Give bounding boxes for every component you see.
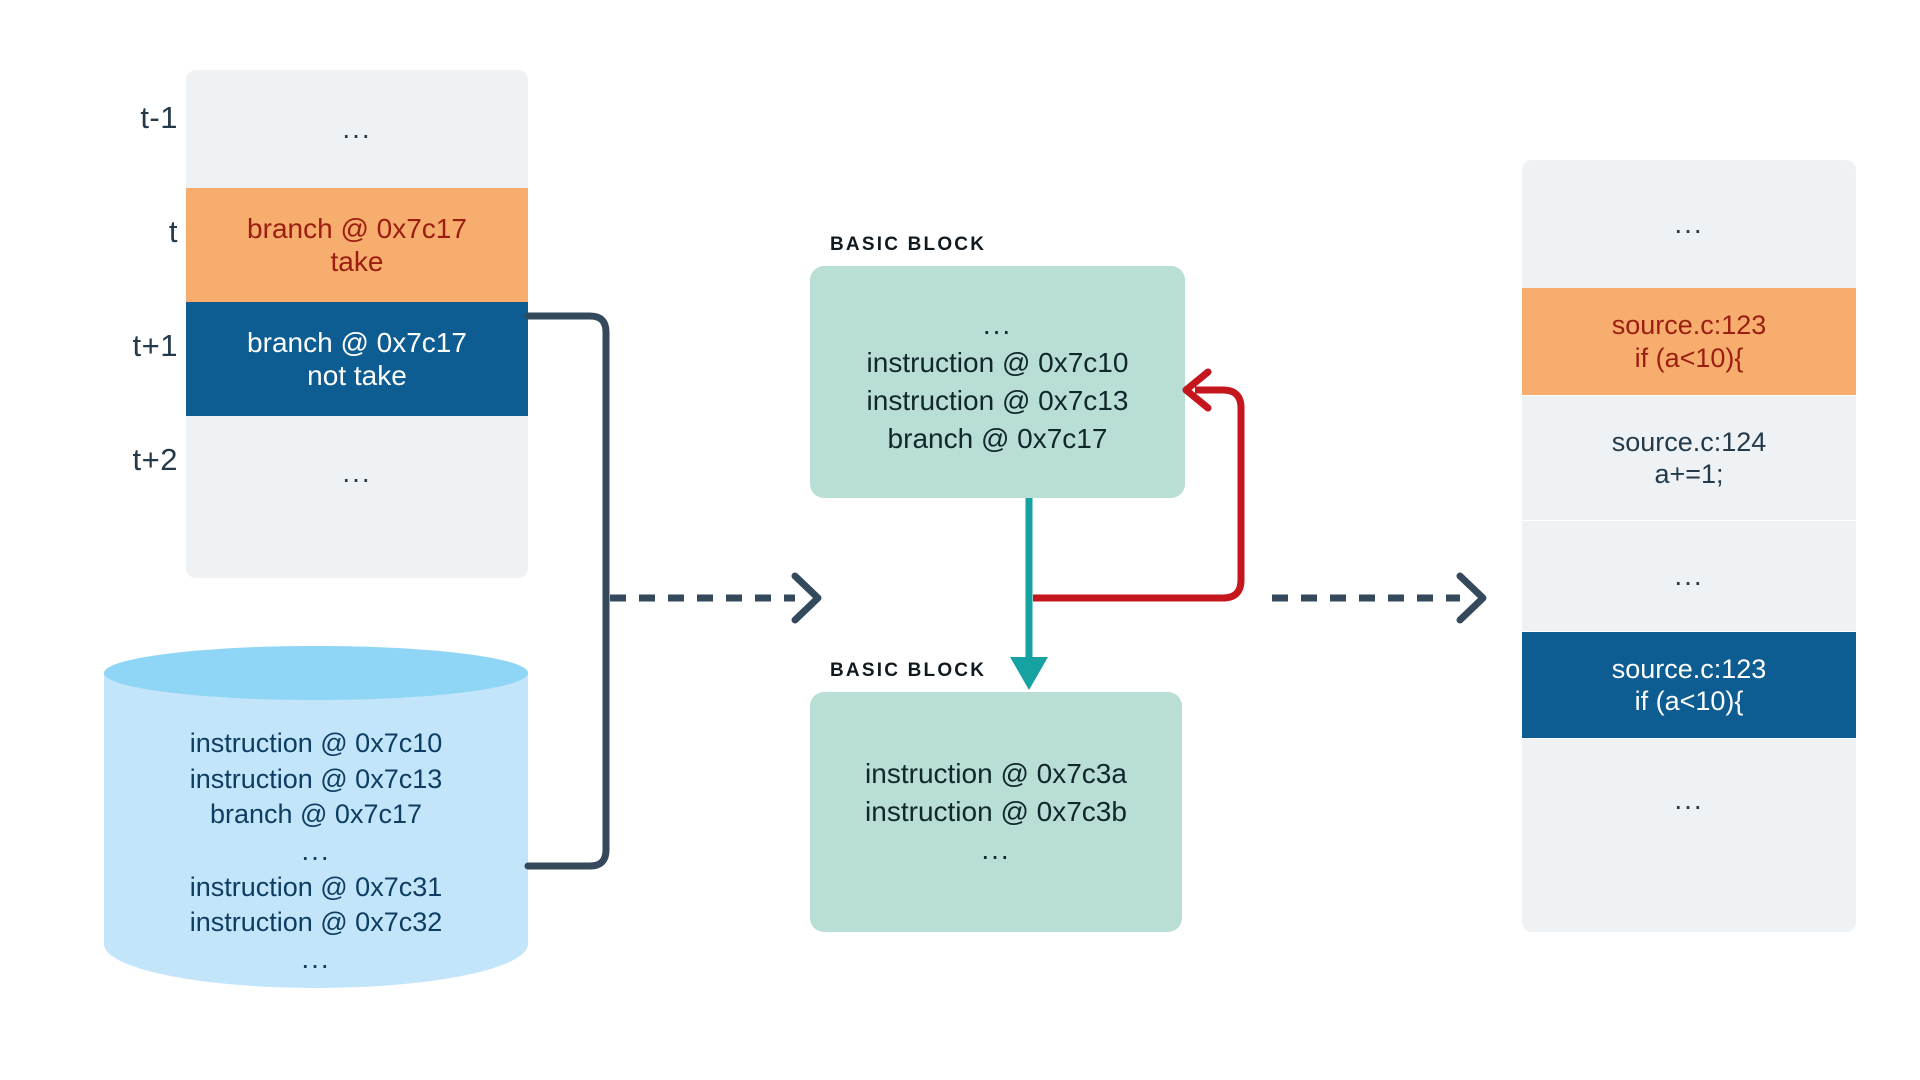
dashed-arrow-left-head xyxy=(791,572,822,624)
timeline-label-t-plus-2: t+2 xyxy=(132,442,178,477)
instruction-stream-cylinder: instruction @ 0x7c10 instruction @ 0x7c1… xyxy=(104,646,528,1014)
timeline-row-t-minus-1: ... xyxy=(186,70,528,188)
source-row-middle-ellipsis: ... xyxy=(1522,521,1856,631)
stream-line: instruction @ 0x7c32 xyxy=(189,907,443,938)
basic-block-2: instruction @ 0x7c3a instruction @ 0x7c3… xyxy=(810,692,1182,932)
source-row-bottom-ellipsis: ... xyxy=(1522,739,1856,932)
timeline-row-line: not take xyxy=(307,360,407,391)
dashed-arrow-right-head xyxy=(1456,572,1487,624)
source-row-line: source.c:124 xyxy=(1611,426,1767,457)
basic-block-line: instruction @ 0x7c3b xyxy=(865,795,1127,827)
timeline-row-line: take xyxy=(330,246,384,277)
basic-block-line: instruction @ 0x7c10 xyxy=(866,346,1129,378)
timeline-row-line: branch @ 0x7c17 xyxy=(247,212,467,244)
timeline-label-t: t xyxy=(168,214,178,249)
timeline-stack: ... branch @ 0x7c17 take branch @ 0x7c17… xyxy=(186,70,528,578)
source-row-line: ... xyxy=(1674,560,1704,592)
cylinder-body xyxy=(104,672,528,988)
basic-block-line: instruction @ 0x7c3a xyxy=(865,757,1127,789)
source-row-line: if (a<10){ xyxy=(1634,342,1744,373)
source-row-top-ellipsis: ... xyxy=(1522,160,1856,288)
stream-line: ... xyxy=(301,834,331,866)
stream-line: instruction @ 0x7c10 xyxy=(189,728,443,758)
timeline-labels: t-1 t t+1 t+2 xyxy=(88,70,178,570)
cylinder-top-ellipse xyxy=(104,646,528,700)
source-row-line: source.c:123 xyxy=(1611,653,1767,684)
stream-line: ... xyxy=(301,943,331,975)
stream-line: instruction @ 0x7c31 xyxy=(189,871,443,902)
source-row-line: ... xyxy=(1674,783,1704,815)
source-row-highlight-blue: source.c:123 if (a<10){ xyxy=(1522,632,1856,738)
basic-block-line: ... xyxy=(981,834,1011,866)
basic-block-1: ... instruction @ 0x7c10 instruction @ 0… xyxy=(810,266,1185,498)
timeline-row-t-plus-1: branch @ 0x7c17 not take xyxy=(186,302,528,416)
basic-block-line: ... xyxy=(982,308,1013,340)
fallthrough-arrow-head xyxy=(1010,657,1048,690)
basic-block-2-caption: BASIC BLOCK xyxy=(830,660,987,681)
timeline-row-t: branch @ 0x7c17 take xyxy=(186,188,528,302)
timeline-label-t-plus-1: t+1 xyxy=(132,328,178,363)
stream-line: branch @ 0x7c17 xyxy=(209,799,423,830)
source-row-highlight-orange: source.c:123 if (a<10){ xyxy=(1522,288,1856,395)
stream-line: instruction @ 0x7c13 xyxy=(189,763,443,794)
source-row-line: a+=1; xyxy=(1654,459,1724,489)
timeline-row-line: ... xyxy=(342,457,372,489)
basic-block-line: branch @ 0x7c17 xyxy=(887,423,1108,455)
timeline-row-line: branch @ 0x7c17 xyxy=(247,326,467,358)
basic-block-line: instruction @ 0x7c13 xyxy=(866,385,1129,416)
timeline-label-t-minus-1: t-1 xyxy=(140,100,178,135)
source-row-line: ... xyxy=(1674,208,1704,240)
basic-block-1-caption: BASIC BLOCK xyxy=(830,234,987,255)
taken-branch-arrow-head xyxy=(1182,368,1212,412)
source-row-line: if (a<10){ xyxy=(1634,686,1744,716)
cylinder-text: instruction @ 0x7c10 instruction @ 0x7c1… xyxy=(104,726,528,978)
timeline-to-stream-bracket xyxy=(524,312,610,870)
timeline-row-line: ... xyxy=(342,113,372,145)
source-line-stack: ... source.c:123 if (a<10){ source.c:124… xyxy=(1522,160,1856,932)
source-row-124: source.c:124 a+=1; xyxy=(1522,396,1856,520)
source-row-line: source.c:123 xyxy=(1611,310,1767,341)
timeline-row-t-plus-2: ... xyxy=(186,416,528,578)
